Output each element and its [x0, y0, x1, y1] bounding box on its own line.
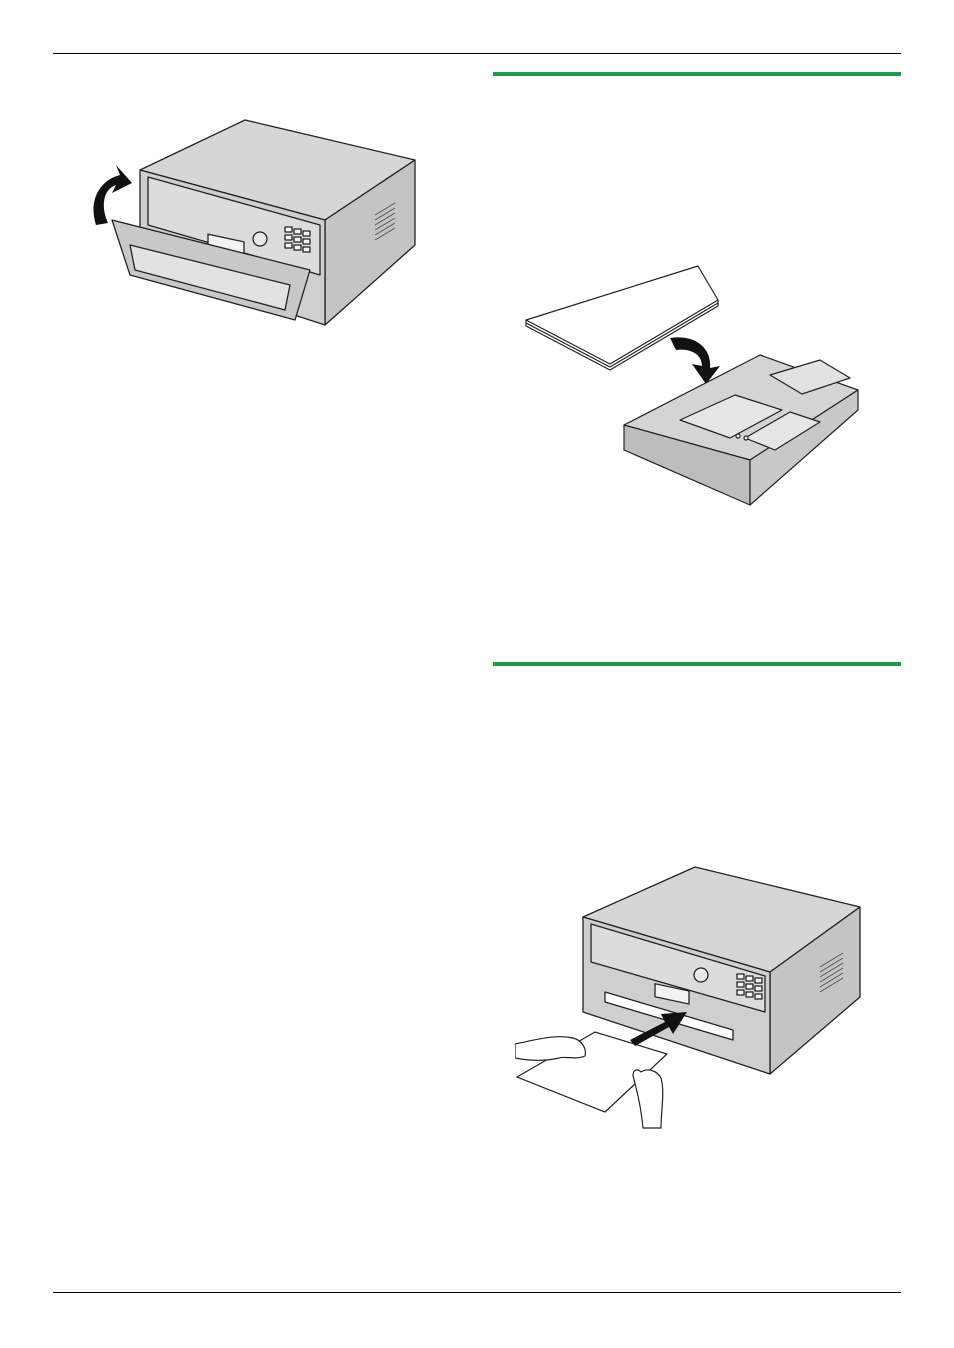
paper-stack-icon	[526, 266, 718, 370]
footer-rule	[53, 1292, 901, 1293]
curved-arrow-icon	[93, 165, 132, 225]
printer-open-cover-illustration	[80, 115, 425, 335]
manual-feed-illustration	[515, 862, 867, 1130]
paper-tray-illustration	[520, 260, 865, 510]
section-divider-1	[493, 72, 901, 76]
section-divider-2	[493, 662, 901, 666]
printer-icon	[112, 120, 415, 325]
paper-tray-icon	[624, 355, 858, 505]
curved-arrow-icon	[670, 337, 720, 384]
header-rule	[53, 53, 901, 54]
